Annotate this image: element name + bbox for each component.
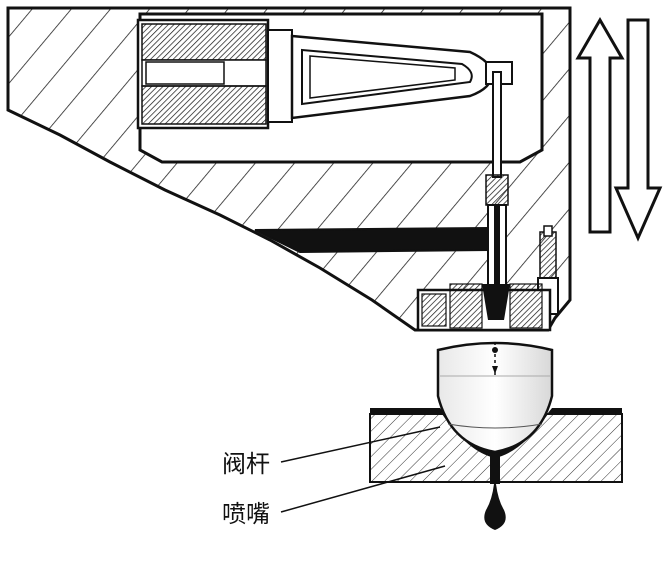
tapered-element [290,34,513,120]
fluid-feed-channel [254,226,489,254]
piston [136,18,293,130]
nozzle-cross-section [369,341,623,530]
nozzle-outlet [490,454,500,484]
dispensed-droplet [484,484,506,530]
nozzle-seal-block [416,283,552,332]
callout-nozzle: 喷嘴 [222,465,446,528]
valve-rod-label: 阀杆 [222,450,270,478]
callout-valve-rod: 阀杆 [222,426,441,478]
motion-up-arrow [575,17,625,234]
motion-down-arrow [613,18,663,242]
nozzle-label: 喷嘴 [222,500,270,528]
